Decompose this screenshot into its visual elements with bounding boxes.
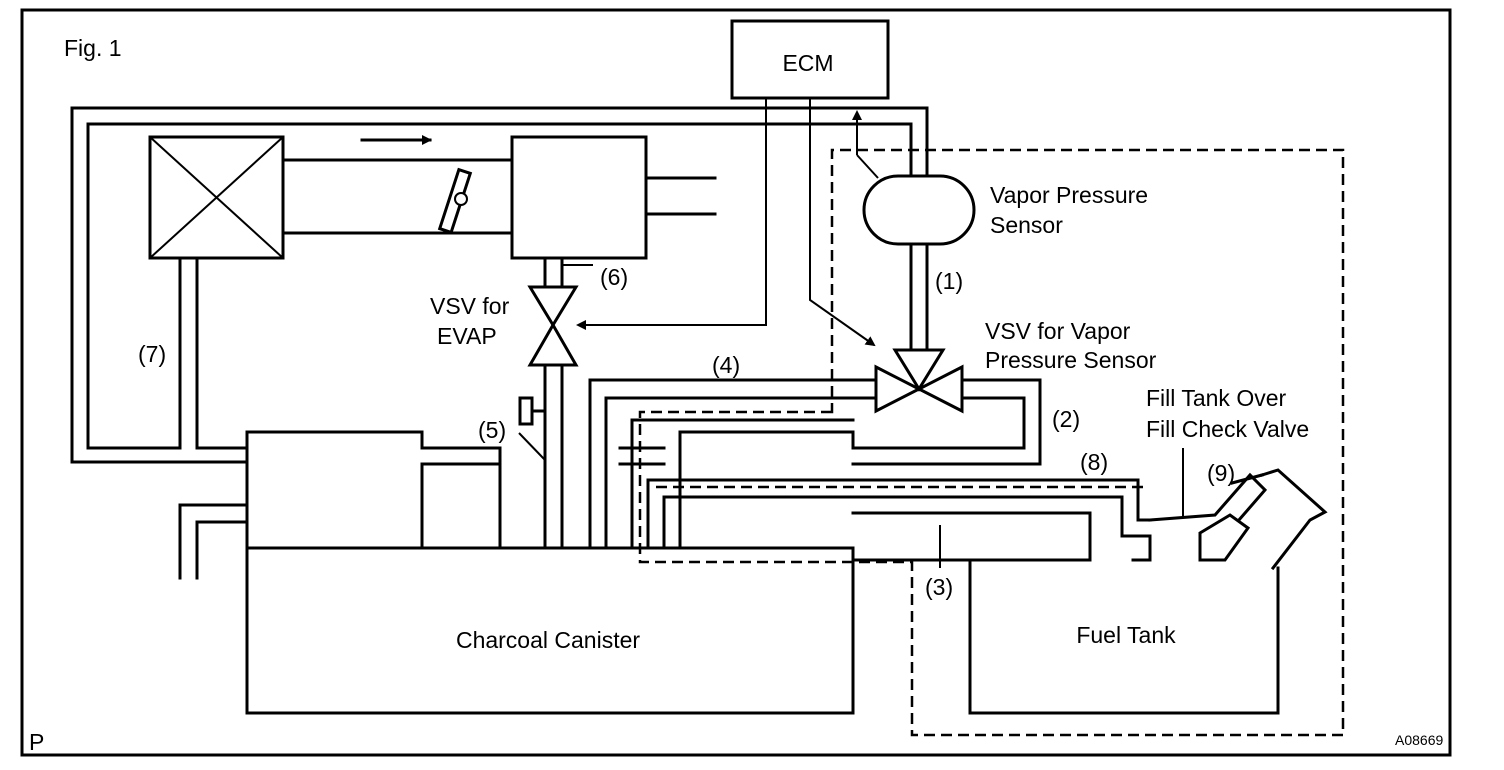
intake-manifold bbox=[510, 135, 717, 260]
fuel-tank-label: Fuel Tank bbox=[1076, 622, 1176, 648]
hose-label-2: (2) bbox=[1052, 406, 1080, 432]
hose-label-6: (6) bbox=[600, 264, 628, 290]
air-cleaner bbox=[148, 135, 285, 260]
figure-code: A08669 bbox=[1395, 732, 1443, 748]
vsv-vapor-label-1: VSV for Vapor bbox=[985, 318, 1131, 344]
vsv-vapor-label-2: Pressure Sensor bbox=[985, 347, 1157, 373]
hose-3 bbox=[630, 418, 1092, 562]
hose-1 bbox=[909, 242, 929, 352]
hose-2 bbox=[678, 378, 1042, 550]
filler-neck bbox=[1148, 448, 1328, 571]
vsv-evap-label-1: VSV for bbox=[430, 293, 510, 319]
intake-duct bbox=[281, 158, 514, 235]
dashed-boundary bbox=[638, 148, 1345, 737]
canister-label: Charcoal Canister bbox=[456, 627, 640, 653]
hose-label-5: (5) bbox=[478, 417, 506, 443]
fig-label: Fig. 1 bbox=[64, 35, 122, 61]
fill-valve-label-1: Fill Tank Over bbox=[1146, 385, 1287, 411]
figure-frame bbox=[20, 8, 1452, 757]
vapor-sensor-label-1: Vapor Pressure bbox=[990, 182, 1148, 208]
hose-label-1: (1) bbox=[935, 268, 963, 294]
hose-label-7: (7) bbox=[138, 341, 166, 367]
vapor-sensor-label-2: Sensor bbox=[990, 212, 1063, 238]
hose-8 bbox=[618, 446, 1152, 562]
corner-mark: P bbox=[29, 729, 44, 755]
hose-label-4: (4) bbox=[712, 352, 740, 378]
vapor-pressure-sensor bbox=[862, 174, 976, 246]
hose-6 bbox=[543, 256, 593, 289]
hose-label-3: (3) bbox=[925, 574, 953, 600]
hose-label-9: (9) bbox=[1207, 460, 1235, 486]
vsv-evap-valve bbox=[527, 285, 579, 367]
hose-5 bbox=[518, 363, 564, 550]
ecm-label: ECM bbox=[782, 50, 833, 76]
vsv-vapor-valve bbox=[874, 348, 964, 414]
hose-7 bbox=[70, 106, 929, 464]
vsv-evap-label-2: EVAP bbox=[437, 323, 497, 349]
ecm-signal-lines bbox=[576, 98, 879, 347]
hose-label-8: (8) bbox=[1080, 449, 1108, 475]
charcoal-canister bbox=[178, 430, 855, 715]
fill-valve-label-2: Fill Check Valve bbox=[1146, 416, 1309, 442]
hose-4 bbox=[588, 378, 878, 550]
fuel-tank bbox=[968, 558, 1280, 715]
